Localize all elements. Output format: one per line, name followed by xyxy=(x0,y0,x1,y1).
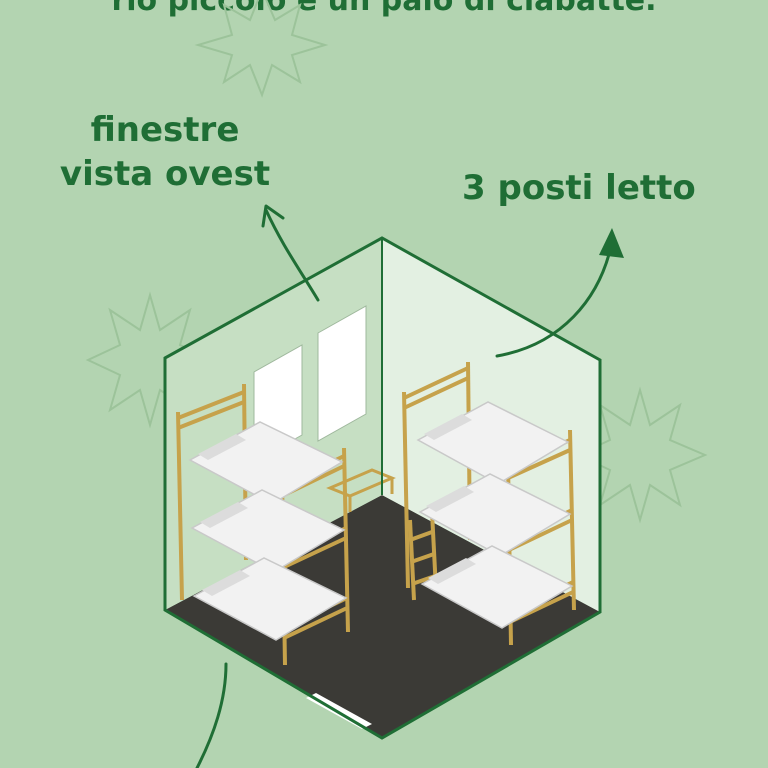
decorative-starburst-top xyxy=(194,0,329,98)
bunk-bed-right xyxy=(402,361,576,646)
arrow-beds-head xyxy=(599,228,624,258)
windows-label-line1: finestre xyxy=(90,110,240,150)
window-right xyxy=(317,305,367,442)
beds-label: 3 posti letto xyxy=(462,168,696,208)
top-caption: rio piccolo e un paio di ciabatte. xyxy=(111,0,657,18)
arrow-beds xyxy=(495,240,614,358)
bunk-bed-left xyxy=(176,383,350,666)
decorative-starburst-left xyxy=(85,291,218,429)
arrow-windows xyxy=(261,204,320,302)
arrow-bottom xyxy=(195,662,228,768)
windows-label-line2: vista ovest xyxy=(59,154,271,194)
decorative-starburst-right xyxy=(575,386,708,524)
windows-label: finestre vista ovest xyxy=(40,108,290,196)
